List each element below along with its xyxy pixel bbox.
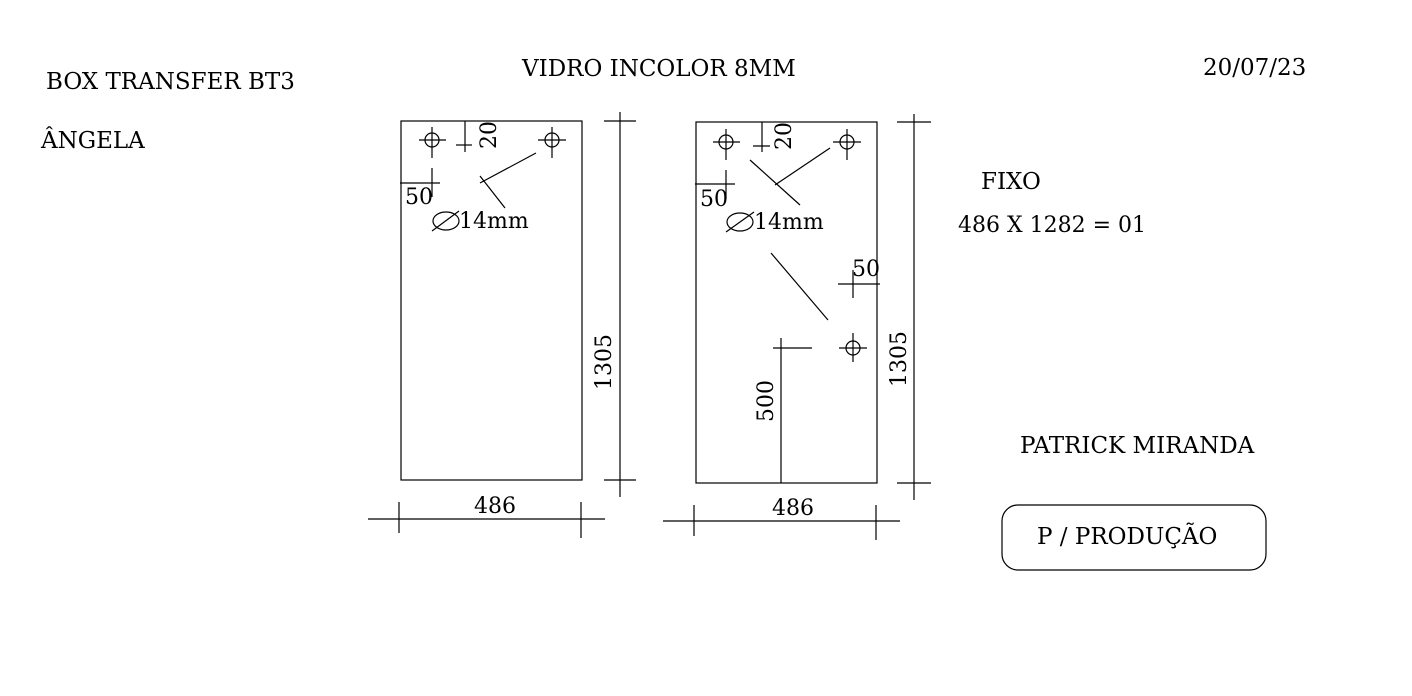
dim-label-side-50: 50: [852, 257, 880, 282]
leader-line: [479, 175, 506, 209]
diameter-symbol: [725, 211, 755, 233]
stamp-label: P / PRODUÇÃO: [1037, 522, 1217, 550]
leader-line: [770, 252, 829, 321]
width-label: 486: [772, 496, 814, 521]
hole-marker: [839, 333, 867, 362]
height-label: 1305: [592, 334, 617, 390]
panel-right: 20 50 14mm 50 500: [663, 114, 931, 540]
hole-marker: [833, 129, 861, 160]
piece-type: FIXO: [981, 169, 1041, 195]
side-hole-height-label: 500: [754, 380, 779, 422]
product-title: BOX TRANSFER BT3: [46, 69, 295, 95]
dim-label-20: 20: [772, 122, 797, 150]
hole-marker: [713, 129, 740, 160]
glass-outline-left: [400, 120, 583, 481]
dim-label-50: 50: [700, 187, 728, 212]
glass-spec: VIDRO INCOLOR 8MM: [521, 56, 796, 82]
production-stamp: P / PRODUÇÃO: [1001, 504, 1267, 571]
leader-line: [749, 159, 801, 206]
client-name: ÂNGELA: [40, 127, 145, 154]
leader-line: [479, 152, 537, 184]
height-label: 1305: [887, 331, 912, 387]
author-name: PATRICK MIRANDA: [1020, 433, 1255, 459]
leader-line: [774, 147, 831, 186]
width-label: 486: [474, 494, 516, 519]
dim-label-50: 50: [405, 185, 433, 210]
panel-left: 20 50 14mm 1305 486: [368, 112, 636, 538]
diameter-symbol: [431, 210, 460, 232]
hole-diameter-label: 14mm: [754, 210, 824, 235]
dim-label-20: 20: [477, 121, 502, 149]
hole-marker: [538, 127, 566, 158]
glass-outline-right: [695, 121, 878, 484]
hole-diameter-label: 14mm: [459, 209, 529, 234]
date-label: 20/07/23: [1203, 55, 1306, 81]
piece-measure: 486 X 1282 = 01: [958, 213, 1146, 238]
hole-marker: [419, 127, 446, 158]
